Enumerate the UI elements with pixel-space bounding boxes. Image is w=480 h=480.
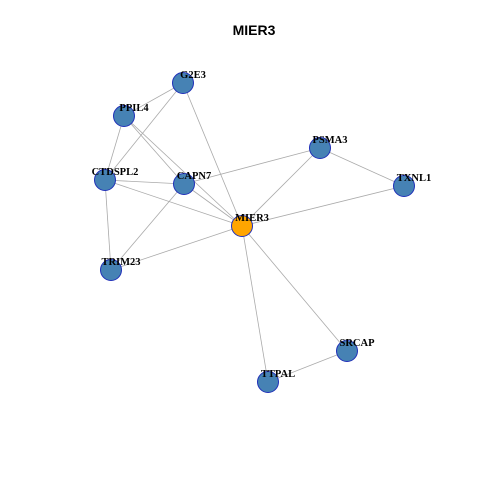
edge-ctdspl2-trim23 <box>104 179 112 271</box>
node-ctdspl2 <box>94 169 116 191</box>
node-label-ppil4: PPIL4 <box>119 103 149 114</box>
edge-ppil4-ctdspl2 <box>104 115 125 181</box>
node-srcap <box>336 340 358 362</box>
node-label-trim23: TRIM23 <box>101 257 140 268</box>
edge-ctdspl2-mier3 <box>104 179 243 227</box>
node-ttpal <box>257 371 279 393</box>
node-label-ttpal: TTPAL <box>261 369 295 380</box>
node-capn7 <box>173 173 195 195</box>
edge-g2e3-ppil4 <box>123 82 184 117</box>
edge-layer <box>104 82 405 383</box>
edge-txnl1-mier3 <box>241 185 405 227</box>
diagram-title: MIER3 <box>233 22 276 38</box>
node-psma3 <box>309 137 331 159</box>
edge-ppil4-mier3 <box>123 115 243 227</box>
edge-trim23-mier3 <box>110 225 243 271</box>
edge-psma3-txnl1 <box>319 147 405 187</box>
node-label-txnl1: TXNL1 <box>397 173 431 184</box>
edge-ppil4-capn7 <box>123 115 185 185</box>
node-label-g2e3: G2E3 <box>180 70 206 81</box>
node-label-psma3: PSMA3 <box>313 135 348 146</box>
edge-mier3-srcap <box>241 225 348 352</box>
edge-g2e3-mier3 <box>182 82 243 227</box>
edge-capn7-mier3 <box>183 183 243 227</box>
node-label-srcap: SRCAP <box>339 338 375 349</box>
edge-capn7-trim23 <box>110 183 185 271</box>
node-txnl1 <box>393 175 415 197</box>
edge-g2e3-ctdspl2 <box>104 82 184 181</box>
edge-capn7-psma3 <box>183 147 321 185</box>
edge-ctdspl2-capn7 <box>104 179 185 185</box>
node-label-capn7: CAPN7 <box>177 171 211 182</box>
node-mier3 <box>231 215 253 237</box>
edge-psma3-mier3 <box>241 147 321 227</box>
edge-mier3-ttpal <box>241 225 269 383</box>
node-trim23 <box>100 259 122 281</box>
node-g2e3 <box>172 72 194 94</box>
node-ppil4 <box>113 105 135 127</box>
node-label-ctdspl2: CTDSPL2 <box>92 167 139 178</box>
node-label-mier3: MIER3 <box>235 213 269 224</box>
edge-srcap-ttpal <box>267 350 348 383</box>
